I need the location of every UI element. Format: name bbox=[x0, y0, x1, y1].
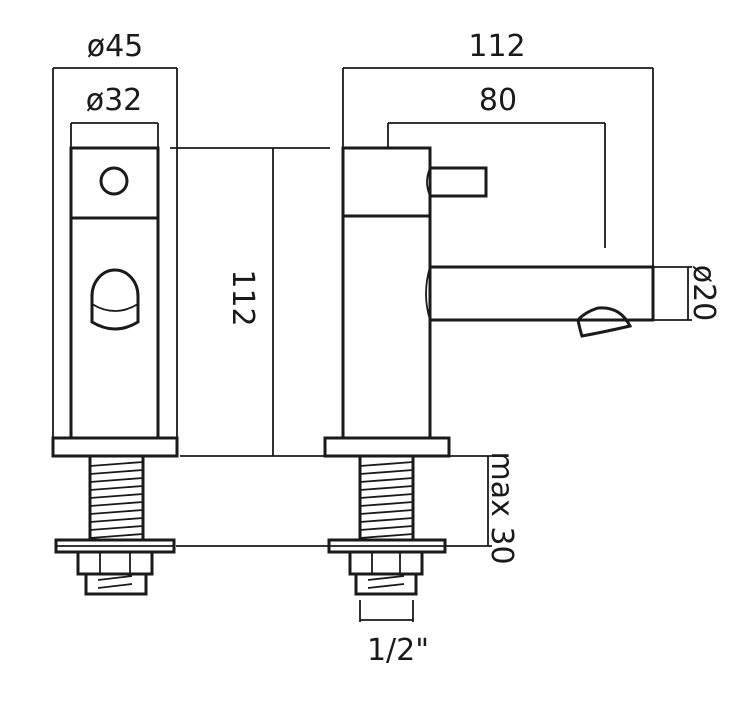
spout-aerator bbox=[576, 306, 633, 338]
label-spout-reach: 80 bbox=[479, 83, 517, 118]
spout-side bbox=[425, 265, 655, 338]
base-flange-front bbox=[51, 436, 179, 458]
height-dimension: 112 bbox=[170, 147, 330, 457]
threaded-shank-side bbox=[358, 454, 415, 542]
label-max-deck: max 30 bbox=[484, 451, 519, 564]
label-overall-length: 112 bbox=[468, 29, 525, 64]
label-spout-diameter: ø20 bbox=[686, 265, 721, 322]
label-inner-diameter: ø32 bbox=[86, 83, 143, 118]
handle-lever bbox=[426, 166, 488, 198]
base-flange-side bbox=[323, 436, 451, 458]
indicator-disc bbox=[99, 166, 129, 196]
tap-body-front bbox=[69, 146, 160, 440]
tap-body-side bbox=[341, 146, 432, 440]
side-view: 112 80 ø20 bbox=[323, 29, 721, 668]
label-outer-diameter: ø45 bbox=[87, 29, 144, 64]
backnut-front bbox=[76, 550, 154, 596]
spout-front bbox=[90, 268, 140, 331]
front-view: ø45 ø32 bbox=[51, 29, 179, 596]
threaded-shank-front bbox=[88, 454, 145, 542]
label-thread-size: 1/2" bbox=[367, 633, 429, 668]
backnut-side bbox=[348, 550, 424, 596]
label-height: 112 bbox=[225, 269, 260, 326]
deck-thickness-dimension: max 30 bbox=[176, 451, 519, 565]
